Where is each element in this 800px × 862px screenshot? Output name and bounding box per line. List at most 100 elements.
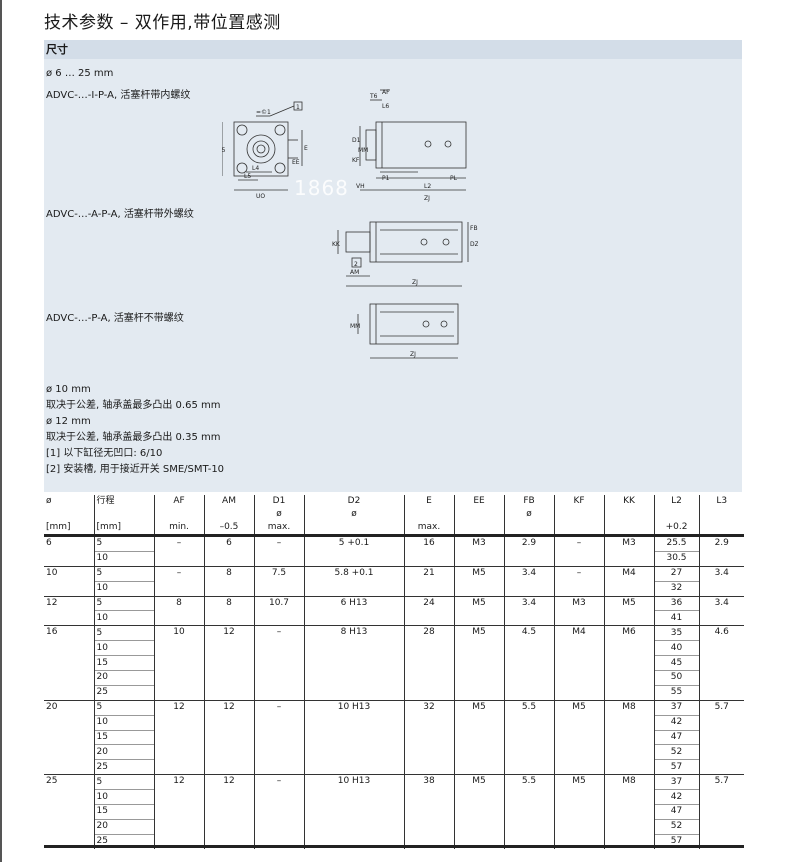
dimensions-panel: 尺寸 ø 6 … 25 mm ADVC-…-I-P-A, 活塞杆带内螺纹 ADV…: [44, 40, 742, 492]
variant-no-thread: ADVC-…-P-A, 活塞杆不带螺纹: [46, 313, 184, 324]
label-am: AM: [350, 269, 359, 276]
table-row: 10 32: [44, 580, 744, 597]
header-cell: min.: [153, 521, 204, 537]
front-view-drawing: T5 =©1 1 E EE L4 L5 UO: [222, 101, 308, 200]
cell-l2: 57: [653, 759, 699, 775]
cell-ee: M5: [453, 699, 504, 775]
cell-d1: –: [253, 774, 304, 849]
cell-af: –: [153, 535, 204, 567]
cell-d2: 5.8 +0.1: [303, 565, 404, 597]
cell-strokes: 10: [93, 640, 154, 656]
header-cell: E: [403, 495, 454, 508]
label-t6: T6: [369, 93, 378, 100]
cell-d2: 6 H13: [303, 595, 404, 626]
cell-strokes: 10: [93, 714, 154, 731]
header-cell: KF: [553, 495, 604, 508]
cell-af: 10: [153, 625, 204, 701]
cell-kk: M8: [603, 699, 654, 775]
cell-l2: 45: [653, 655, 699, 671]
cell-l2: 42: [653, 714, 699, 731]
cell-d: 16: [44, 625, 94, 701]
header-cell: max.: [253, 521, 304, 537]
cell-l3: 3.4: [698, 565, 744, 597]
header-cell: 行程: [93, 495, 154, 508]
header-cell: AF: [153, 495, 204, 508]
cell-d: 6: [44, 535, 94, 567]
label-zj-2: ZJ: [412, 279, 418, 286]
header-cell: [44, 508, 94, 521]
label-e: E: [304, 145, 308, 152]
cell-l2: 47: [653, 804, 699, 820]
cell-strokes: 10: [93, 610, 154, 626]
cell-strokes: 25: [93, 684, 154, 701]
header-cell: +0.2: [653, 521, 699, 537]
note-footnote-1: [1] 以下缸径无凹口: 6/10: [46, 448, 163, 459]
label-kf: KF: [352, 157, 360, 164]
cell-l2: 41: [653, 610, 699, 626]
cell-d1: –: [253, 699, 304, 775]
cell-strokes: 5: [93, 699, 154, 716]
note-footnote-2: [2] 安装槽, 用于接近开关 SME/SMT-10: [46, 464, 225, 475]
header-cell: [553, 508, 604, 521]
label-dz: DZ: [470, 241, 478, 248]
cell-e: 16: [403, 535, 454, 567]
header-cell: [403, 508, 454, 521]
label-mm: MM: [358, 147, 368, 154]
cell-e: 32: [403, 699, 454, 775]
cell-af: –: [153, 565, 204, 597]
cell-d1: –: [253, 625, 304, 701]
table-row: 10 42: [44, 714, 744, 731]
header-cell: D2: [303, 495, 404, 508]
cell-l2: 32: [653, 580, 699, 597]
header-cell: [553, 521, 604, 537]
cell-strokes: 15: [93, 729, 154, 745]
label-zj: ZJ: [424, 195, 430, 202]
cell-strokes: 5: [93, 595, 154, 611]
cell-fb: 5.5: [503, 699, 554, 775]
cell-strokes: 10: [93, 580, 154, 597]
note-dia-10: ø 10 mm: [46, 384, 91, 395]
cell-strokes: 20: [93, 744, 154, 760]
callout-2: 2: [354, 261, 358, 268]
header-cell: ø: [303, 508, 404, 521]
header-cell: [mm]: [44, 521, 94, 537]
note-tol-12: 取决于公差, 轴承盖最多凸出 0.35 mm: [46, 432, 221, 443]
label-uo: UO: [256, 193, 265, 200]
cell-af: 12: [153, 699, 204, 775]
cell-strokes: 5: [93, 565, 154, 582]
cell-e: 24: [403, 595, 454, 626]
cell-kf: –: [553, 565, 604, 597]
header-cell: KK: [603, 495, 654, 508]
cell-l2: 47: [653, 729, 699, 745]
header-cell: [mm]: [93, 521, 154, 537]
cell-strokes: 15: [93, 804, 154, 820]
cell-strokes: 15: [93, 655, 154, 671]
cell-kk: M3: [603, 535, 654, 567]
header-cell: [503, 521, 554, 537]
cell-d2: 10 H13: [303, 699, 404, 775]
header-cell: EE: [453, 495, 504, 508]
header-cell: [653, 508, 699, 521]
cell-l2: 57: [653, 833, 699, 849]
cell-am: 12: [203, 625, 254, 701]
label-af: AF: [382, 89, 390, 96]
label-vh: VH: [356, 183, 365, 190]
page-title: 技术参数 – 双作用,带位置感测: [44, 13, 281, 33]
header-cell: L3: [698, 495, 744, 508]
cell-kk: M5: [603, 595, 654, 626]
cell-l3: 5.7: [698, 699, 744, 775]
cell-strokes: 5: [93, 774, 154, 790]
cell-l2: 25.5: [653, 535, 699, 552]
cell-d: 12: [44, 595, 94, 626]
cell-l2: 36: [653, 595, 699, 611]
left-border: [0, 0, 2, 862]
